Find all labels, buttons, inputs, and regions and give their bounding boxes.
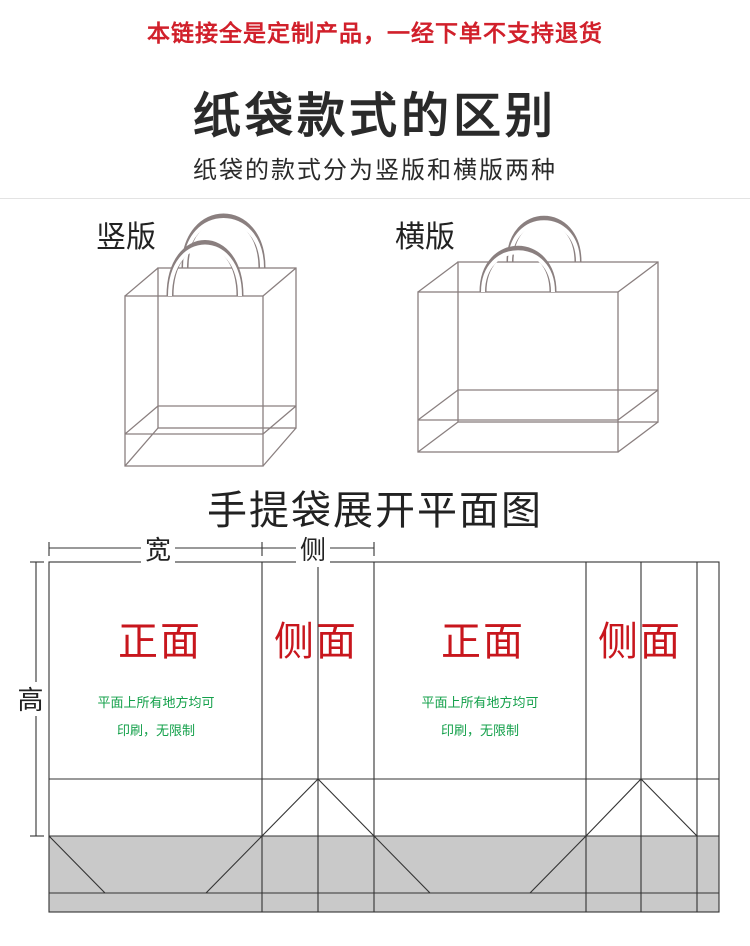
height-dimension-label: 高 — [10, 682, 47, 716]
front-panel-label-1: 正面 — [118, 619, 202, 665]
page-subtitle: 纸袋的款式分为竖版和横版两种 — [193, 156, 557, 184]
horizontal-bag-drawing — [417, 215, 659, 453]
front-panel-note-1-line1: 平面上所有地方均可 — [97, 696, 215, 711]
side-panel-label-2: 侧面 — [598, 619, 682, 665]
vertical-style-label: 竖版 — [96, 220, 156, 255]
width-dimension-label: 宽 — [141, 530, 176, 567]
side-panel-label-1: 侧面 — [274, 619, 358, 665]
unfold-title: 手提袋展开平面图 — [207, 488, 543, 534]
front-panel-note-2-line2: 印刷，无限制 — [440, 724, 519, 739]
side-dimension-label: 侧 — [296, 530, 331, 567]
no-return-notice: 本链接全是定制产品，一经下单不支持退货 — [147, 21, 603, 47]
section-divider — [0, 198, 750, 199]
bottom-fold-area — [49, 836, 719, 912]
front-panel-note-1: 平面上所有地方均可 印刷，无限制 — [61, 690, 251, 746]
page-title: 纸袋款式的区别 — [192, 88, 557, 144]
horizontal-style-label: 横版 — [395, 220, 455, 255]
front-panel-note-1-line2: 印刷，无限制 — [116, 724, 195, 739]
front-panel-note-2-line1: 平面上所有地方均可 — [421, 696, 539, 711]
front-panel-note-2: 平面上所有地方均可 印刷，无限制 — [385, 690, 575, 746]
vertical-bag-drawing — [124, 213, 297, 467]
front-panel-label-2: 正面 — [441, 619, 525, 665]
unfold-diagram — [30, 542, 720, 913]
